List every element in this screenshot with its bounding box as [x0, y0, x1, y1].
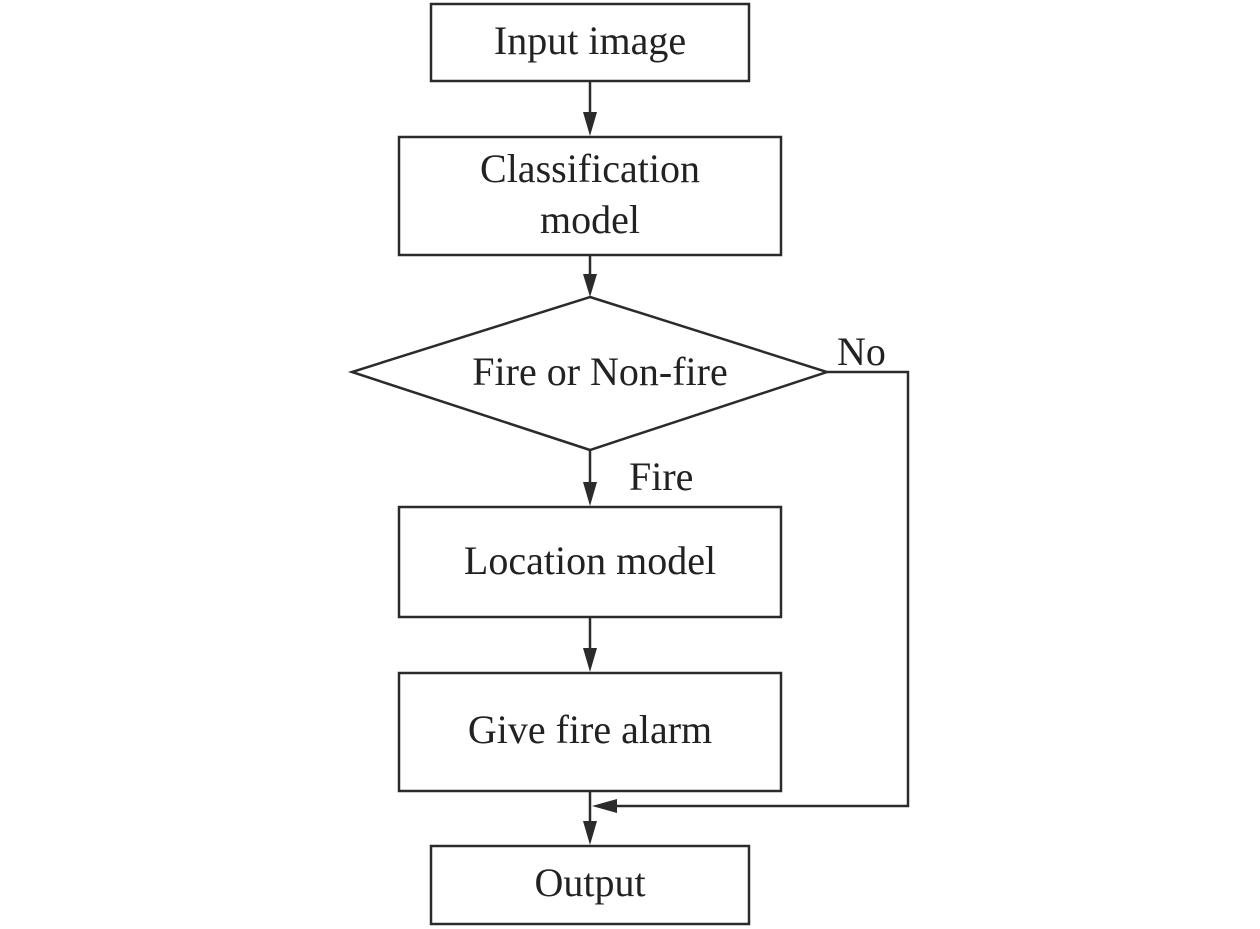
output-box — [429, 844, 751, 926]
edge-input-to-classification — [583, 81, 597, 136]
arrowhead — [583, 112, 597, 136]
classification-model-box — [397, 135, 783, 257]
edge-location-to-alarm — [583, 617, 597, 672]
classification-model-label-line1: Classification — [480, 146, 700, 191]
arrowhead — [583, 274, 597, 297]
no-branch-arrowhead — [592, 799, 617, 813]
edge-classification-to-decision — [583, 255, 597, 297]
classification-model-label-line2: model — [540, 197, 640, 242]
location-model-box — [397, 505, 783, 619]
input-image-label: Input image — [494, 18, 686, 63]
edge-decision-to-location: Fire — [583, 450, 693, 506]
no-edge-label: No — [837, 329, 886, 374]
node-decision: Fire or Non-fire — [347, 295, 832, 452]
fire-edge-label: Fire — [629, 454, 693, 499]
location-model-label: Location model — [464, 538, 716, 583]
input-image-box — [429, 2, 751, 83]
node-location-model: Location model — [397, 505, 783, 619]
edge-decision-no-to-output: No — [592, 329, 910, 813]
node-input-image: Input image — [429, 2, 751, 83]
decision-label: Fire or Non-fire — [472, 349, 727, 394]
edge-alarm-to-output — [583, 791, 597, 845]
arrowhead — [583, 482, 597, 506]
node-output: Output — [429, 844, 751, 926]
output-label: Output — [534, 860, 645, 905]
node-give-fire-alarm: Give fire alarm — [397, 671, 783, 793]
node-classification-model: Classification model — [397, 135, 783, 257]
give-fire-alarm-label: Give fire alarm — [468, 707, 712, 752]
no-branch-line — [614, 370, 910, 808]
give-fire-alarm-box — [397, 671, 783, 793]
arrowhead — [583, 648, 597, 672]
arrowhead — [583, 821, 597, 845]
